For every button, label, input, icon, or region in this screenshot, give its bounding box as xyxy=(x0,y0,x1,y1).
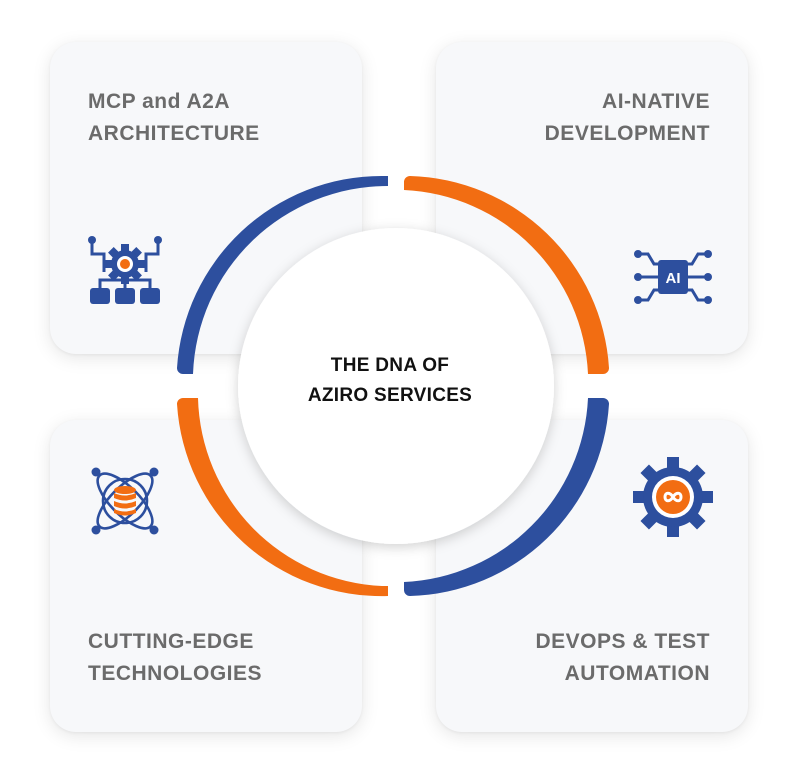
center-circle xyxy=(238,228,554,544)
gear-infinity-icon xyxy=(633,457,713,537)
ring-segment-bottom-right xyxy=(404,398,609,596)
ring-segment-top-left xyxy=(177,175,388,374)
card-title: MCP and A2A ARCHITECTURE xyxy=(88,90,260,145)
ai-chip-icon: AI xyxy=(634,250,712,304)
ring-segment-top-right xyxy=(404,176,609,374)
circuit-gear-icon xyxy=(88,236,162,304)
card-title: AI-NATIVE DEVELOPMENT xyxy=(544,90,710,145)
ai-chip-label: AI xyxy=(666,270,681,287)
ring-segment-bottom-left xyxy=(177,398,388,597)
card-title: CUTTING-EDGE TECHNOLOGIES xyxy=(88,630,263,685)
atom-database-icon xyxy=(91,467,159,535)
center-title: THE DNA OF AZIRO SERVICES xyxy=(307,355,473,406)
card-title: DEVOPS & TEST AUTOMATION xyxy=(535,630,710,685)
